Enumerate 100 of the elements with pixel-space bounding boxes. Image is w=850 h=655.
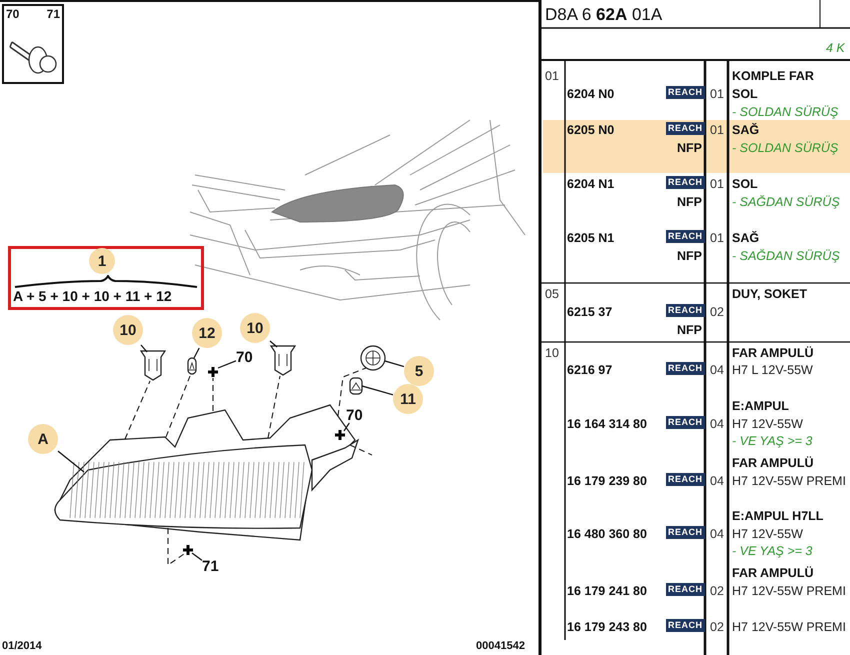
description-text: SAĞ xyxy=(732,124,760,136)
leader-line xyxy=(140,344,148,352)
dashed-guide-line xyxy=(124,380,150,440)
note-text: - VE YAŞ >= 3 xyxy=(732,435,812,448)
quantity: 04 xyxy=(710,475,724,488)
reach-badge: REACH xyxy=(666,304,705,317)
callout-number: 71 xyxy=(46,8,60,20)
quantity: 01 xyxy=(710,232,724,244)
assembly-box xyxy=(8,246,204,310)
description-text: H7 12V-55W PREMI xyxy=(732,621,846,634)
note-text: - VE YAŞ >= 3 xyxy=(732,545,812,558)
callout-number: A xyxy=(28,424,58,454)
nfp-text: NFP xyxy=(677,196,702,208)
bulb-icon xyxy=(187,357,197,375)
part-number: 16 480 360 80 xyxy=(567,528,647,540)
description-text: SAĞ xyxy=(732,232,760,244)
dashed-guide-line xyxy=(166,376,190,438)
description-text: FAR AMPULÜ xyxy=(732,567,814,580)
callout-number: 70 xyxy=(236,350,253,365)
quantity: 01 xyxy=(710,178,724,190)
part-number: 16 179 241 80 xyxy=(567,585,647,598)
leader-line xyxy=(193,348,200,358)
item-number: 10 xyxy=(545,347,559,360)
fastener-mark xyxy=(206,366,220,378)
callout-number: 70 xyxy=(346,408,363,423)
leader-line xyxy=(192,552,202,561)
leader-line xyxy=(344,422,350,432)
description-text: E:AMPUL xyxy=(732,400,789,412)
assembly-formula: A + 5 + 10 + 10 + 11 + 12 xyxy=(13,289,172,303)
reach-badge: REACH xyxy=(666,473,705,486)
reach-badge: REACH xyxy=(666,230,705,243)
reach-badge: REACH xyxy=(666,583,705,596)
fastener-box xyxy=(2,4,64,84)
note-text: - SAĞDAN SÜRÜŞ xyxy=(732,196,840,208)
description-text: DUY, SOKET xyxy=(732,288,808,300)
callout-number: 12 xyxy=(192,318,222,348)
description-text: H7 12V-55W PREMI xyxy=(732,585,846,598)
quantity: 02 xyxy=(710,621,724,634)
callout-number: 1 xyxy=(89,248,115,274)
description-text: SOL xyxy=(732,88,758,100)
description-text: KOMPLE FAR xyxy=(732,70,814,82)
dashed-guide-line xyxy=(168,528,184,566)
description-text: H7 12V-55W xyxy=(732,418,803,430)
nfp-text: NFP xyxy=(677,142,702,154)
part-number: 6205 N0 xyxy=(567,124,614,136)
date-text: 01/2014 xyxy=(2,641,42,652)
fastener-mark xyxy=(334,428,346,442)
leader-line xyxy=(270,340,278,348)
fastener-mark xyxy=(182,544,194,556)
part-number: 16 164 314 80 xyxy=(567,418,647,430)
description-text: E:AMPUL H7LL xyxy=(732,510,824,522)
item-number: 05 xyxy=(545,288,559,300)
nfp-text: NFP xyxy=(677,324,702,336)
bulb-icon xyxy=(140,350,166,381)
reach-badge: REACH xyxy=(666,619,705,632)
leader-line xyxy=(384,360,404,368)
note-text: 4 K xyxy=(826,42,845,54)
note-text: - SOLDAN SÜRÜŞ xyxy=(732,106,838,118)
callout-number: 10 xyxy=(113,315,143,345)
note-text: - SOLDAN SÜRÜŞ xyxy=(732,142,838,154)
callout-number: 5 xyxy=(404,356,434,386)
dashed-guide-line xyxy=(268,376,280,438)
part-number: 6204 N0 xyxy=(567,88,614,100)
description-text: H7 12V-55W PREMI xyxy=(732,475,846,488)
description-text: FAR AMPULÜ xyxy=(732,347,814,360)
dashed-guide-line xyxy=(212,378,214,412)
reach-badge: REACH xyxy=(666,362,705,375)
callout-number: 70 xyxy=(6,8,20,20)
description-text: FAR AMPULÜ xyxy=(732,457,814,470)
quantity: 02 xyxy=(710,306,724,318)
item-number: 01 xyxy=(545,70,559,82)
bulb-icon xyxy=(349,377,363,395)
nfp-text: NFP xyxy=(677,250,702,262)
catalog-code: D8A 6 62A 01A xyxy=(545,6,662,23)
leader-line xyxy=(218,360,236,369)
part-number: 6205 N1 xyxy=(567,232,614,244)
callout-number: 10 xyxy=(240,313,270,343)
description-text: H7 L 12V-55W xyxy=(732,364,813,376)
part-number: 6215 37 xyxy=(567,306,612,318)
quantity: 02 xyxy=(710,585,724,598)
quantity: 01 xyxy=(710,124,724,136)
reach-badge: REACH xyxy=(666,86,705,99)
bulb-icon xyxy=(270,345,296,376)
quantity: 01 xyxy=(710,88,724,100)
leader-line xyxy=(362,385,394,396)
note-text: - SAĞDAN SÜRÜŞ xyxy=(732,250,840,262)
part-number: 6204 N1 xyxy=(567,178,614,190)
dashed-guide-line xyxy=(338,368,366,416)
reach-badge: REACH xyxy=(666,526,705,539)
callout-number: 11 xyxy=(393,384,423,414)
quantity: 04 xyxy=(710,364,724,376)
reach-badge: REACH xyxy=(666,176,705,189)
socket-icon xyxy=(360,345,386,371)
quantity: 04 xyxy=(710,418,724,430)
drawing-number: 00041542 xyxy=(476,641,525,652)
description-text: SOL xyxy=(732,178,758,190)
callout-number: 71 xyxy=(202,559,219,574)
quantity: 04 xyxy=(710,528,724,540)
part-number: 16 179 239 80 xyxy=(567,475,647,488)
part-number: 6216 97 xyxy=(567,364,612,376)
